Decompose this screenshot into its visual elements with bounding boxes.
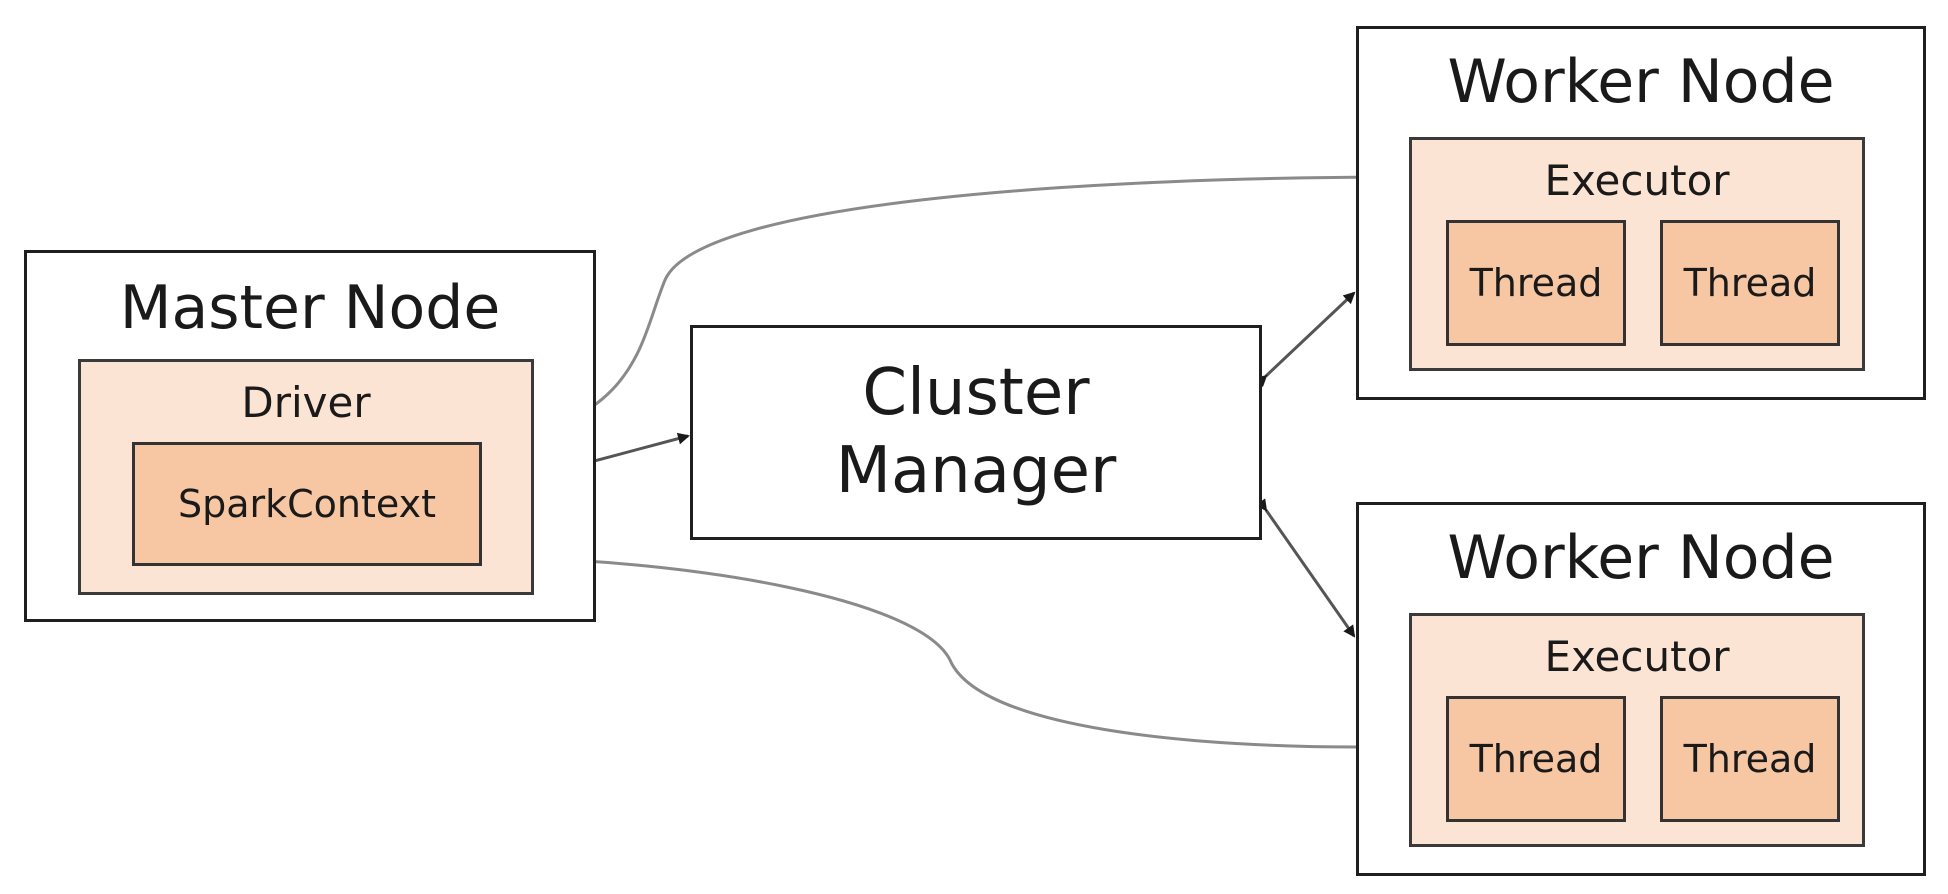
driver-box: Driver SparkContext [78,359,534,595]
worker-node-1-title: Worker Node [1447,47,1835,117]
master-node: Master Node Driver SparkContext [24,250,596,622]
executor-2-box: Executor Thread Thread [1409,613,1865,847]
thread-label: Thread [1683,261,1817,305]
worker-node-2-title: Worker Node [1447,523,1835,593]
executor-1-box: Executor Thread Thread [1409,137,1865,371]
master-node-title: Master Node [119,273,501,343]
cluster-manager: Cluster Manager [690,325,1262,540]
thread-label: Thread [1469,737,1603,781]
cluster-manager-bottom-worker-link [1255,498,1356,638]
spark-context-label: SparkContext [177,482,437,526]
driver-title: Driver [241,378,371,427]
executor-1-thread-1: Thread [1446,220,1626,346]
bottom-worker-to-driver-link [486,551,1359,749]
executor-2-thread-2: Thread [1660,696,1840,822]
thread-label: Thread [1683,737,1817,781]
cluster-manager-top-worker-link [1254,291,1356,388]
executor-2-title: Executor [1544,632,1730,681]
executor-1-thread-2: Thread [1660,220,1840,346]
thread-label: Thread [1469,261,1603,305]
cluster-manager-line1: Cluster [862,356,1090,430]
executor-1-title: Executor [1544,156,1730,205]
executor-2-thread-1: Thread [1446,696,1626,822]
cluster-manager-line2: Manager [835,434,1117,508]
worker-node-1: Worker Node Executor Thread Thread [1356,26,1926,400]
worker-node-2: Worker Node Executor Thread Thread [1356,502,1926,876]
spark-context-box: SparkContext [132,442,482,566]
